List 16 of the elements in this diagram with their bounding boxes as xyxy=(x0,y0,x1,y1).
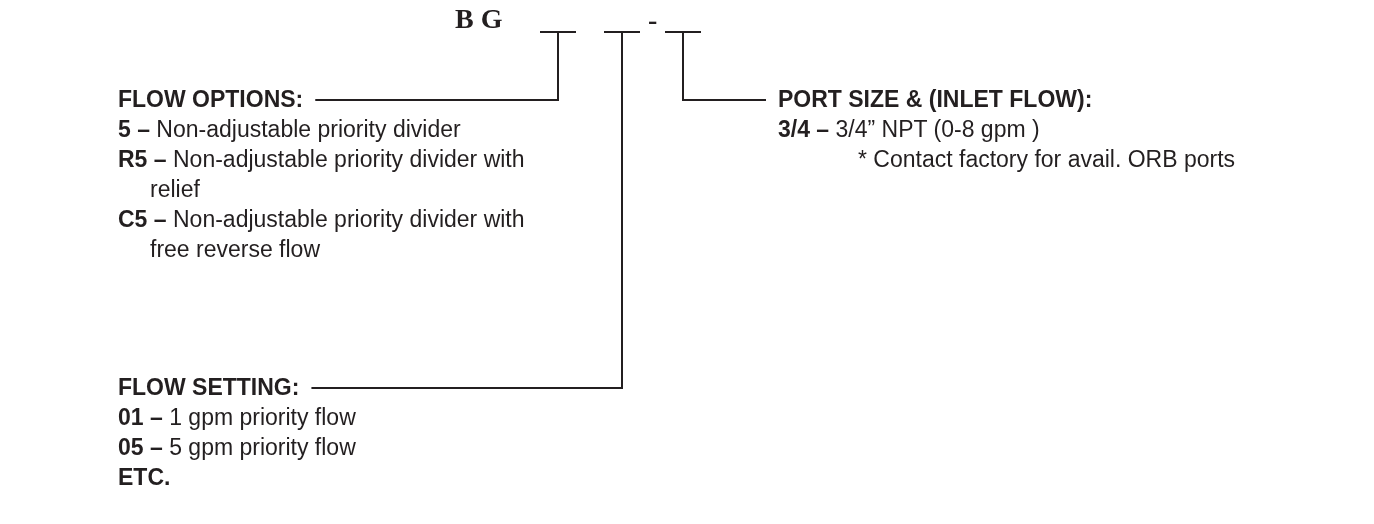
section-heading: PORT SIZE & (INLET FLOW): xyxy=(778,85,1093,114)
option-text: 5 – Non-adjustable priority divider xyxy=(118,115,462,144)
section-heading: FLOW SETTING: xyxy=(118,373,300,402)
option-text: 01 – 1 gpm priority flow xyxy=(118,403,357,432)
option-text: * Contact factory for avail. ORB ports xyxy=(858,145,1237,174)
code-separator: - xyxy=(648,4,658,36)
code-prefix: B G xyxy=(455,3,503,35)
option-text: R5 – Non-adjustable priority divider with relief xyxy=(118,145,526,204)
option-text: 05 – 5 gpm priority flow xyxy=(118,433,357,462)
leader-line xyxy=(682,32,767,101)
option-text: 3/4 – 3/4” NPT (0-8 gpm ) xyxy=(778,115,1041,144)
section-heading: FLOW OPTIONS: xyxy=(118,85,304,114)
option-text: ETC. xyxy=(118,463,172,492)
option-text: C5 – Non-adjustable priority divider with free reverse flow xyxy=(118,205,526,264)
leader-line xyxy=(314,32,559,101)
leader-line xyxy=(310,32,623,389)
